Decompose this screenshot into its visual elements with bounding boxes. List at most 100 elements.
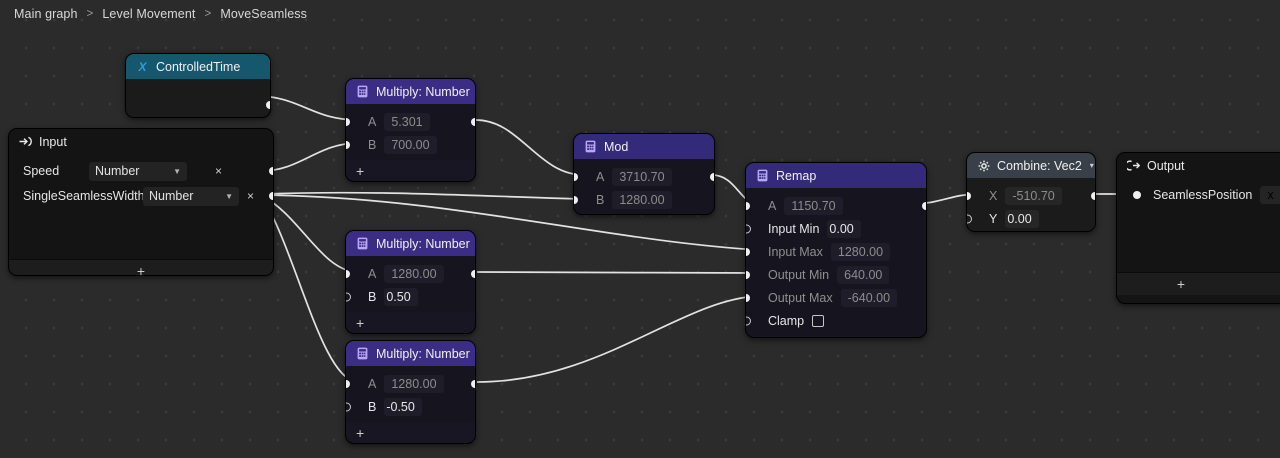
port-row-b[interactable]: B 700.00 [346, 133, 475, 156]
input-port-b[interactable] [346, 140, 350, 149]
output-port-value[interactable] [266, 101, 270, 109]
port-row-output-min[interactable]: Output Min 640.00 [746, 263, 926, 286]
port-row-a[interactable]: A 1280.00 [346, 372, 475, 395]
input-port-input-min[interactable] [746, 224, 751, 233]
node-input[interactable]: Input Speed Number ▼ × SingleSeamlessWid… [8, 128, 274, 276]
output-port-result[interactable] [471, 117, 475, 126]
port-row-x[interactable]: X -510.70 [967, 184, 1095, 207]
node-header[interactable]: Remap [746, 163, 926, 188]
port-row-b[interactable]: B 1280.00 [574, 188, 714, 211]
port-value-input-min[interactable]: 0.00 [827, 219, 861, 238]
input-port-b[interactable] [346, 402, 351, 411]
port-value-a[interactable]: 5.301 [384, 112, 430, 131]
port-value-b[interactable]: 0.50 [384, 287, 418, 306]
port-value-a[interactable]: 3710.70 [612, 167, 672, 186]
port-value-b[interactable]: 700.00 [384, 135, 437, 154]
port-value-output-max[interactable]: -640.00 [840, 288, 898, 307]
node-remap[interactable]: Remap A 1150.70 Input Min 0.00 Input Max… [745, 162, 927, 338]
port-row-clamp[interactable]: Clamp [746, 309, 926, 332]
node-multiply-bottom[interactable]: Multiply: Number ▾ A 1280.00 B -0.50 + [345, 340, 476, 444]
output-row-seamless-position[interactable]: SeamlessPosition x -51 [1117, 183, 1280, 207]
remove-input-speed-button[interactable]: × [215, 164, 223, 178]
port-row-output-max[interactable]: Output Max -640.00 [746, 286, 926, 309]
node-title: Multiply: Number [376, 84, 470, 99]
input-type-select-single-seamless-width[interactable]: Number ▼ [143, 186, 239, 206]
output-port-result[interactable] [471, 379, 475, 388]
input-port-a[interactable] [346, 117, 350, 126]
gear-icon [977, 159, 990, 172]
port-label-b: B [368, 399, 377, 414]
breadcrumb-item-main-graph[interactable]: Main graph [14, 7, 78, 21]
node-header[interactable]: Multiply: Number ▾ [346, 79, 475, 104]
input-port-clamp[interactable] [746, 316, 751, 325]
port-row-y[interactable]: Y 0.00 [967, 207, 1095, 230]
output-port-result[interactable] [471, 269, 475, 278]
input-port-x[interactable] [967, 191, 971, 200]
node-controlled-time[interactable]: X ControlledTime [125, 53, 271, 118]
input-port-a[interactable] [346, 269, 350, 278]
input-port-input-max[interactable] [746, 247, 750, 256]
input-port-a[interactable] [746, 201, 750, 210]
chevron-down-icon[interactable]: ▾ [1089, 161, 1094, 170]
node-combine-vec2[interactable]: Combine: Vec2 ▾ X -510.70 Y 0.00 [966, 152, 1096, 232]
output-port-result[interactable] [710, 172, 714, 181]
output-port-result[interactable] [922, 201, 926, 210]
input-port-y[interactable] [967, 214, 972, 223]
node-header[interactable]: Mod [574, 134, 714, 159]
port-value-a[interactable]: 1280.00 [384, 264, 444, 283]
port-row-a[interactable]: A 1150.70 [746, 194, 926, 217]
input-port-output-min[interactable] [746, 270, 750, 279]
add-input-button[interactable]: + [9, 259, 273, 275]
input-type-select-speed[interactable]: Number ▼ [89, 161, 187, 181]
node-multiply-mid[interactable]: Multiply: Number ▾ A 1280.00 B 0.50 + [345, 230, 476, 334]
input-port-output-max[interactable] [746, 293, 750, 302]
port-value-b[interactable]: 1280.00 [612, 190, 672, 209]
node-header[interactable]: Combine: Vec2 ▾ [967, 153, 1095, 178]
output-port-result[interactable] [1091, 191, 1095, 200]
add-port-button[interactable]: + [356, 163, 365, 179]
node-multiply-top[interactable]: Multiply: Number ▾ A 5.301 B 700.00 + [345, 78, 476, 182]
output-value-seamless-position[interactable]: x -51 [1260, 186, 1280, 204]
add-output-button[interactable]: + [1117, 272, 1280, 295]
input-port-a[interactable] [346, 379, 350, 388]
input-port-b[interactable] [574, 195, 578, 204]
input-row-single-seamless-width[interactable]: SingleSeamlessWidth Number ▼ × [9, 184, 273, 208]
port-value-x[interactable]: -510.70 [1005, 186, 1062, 205]
node-header[interactable]: Multiply: Number ▾ [346, 231, 475, 256]
port-value-a[interactable]: 1280.00 [384, 374, 444, 393]
port-value-b[interactable]: -0.50 [384, 397, 422, 416]
input-port-a[interactable] [574, 172, 578, 181]
port-value-y[interactable]: 0.00 [1005, 209, 1039, 228]
add-port-button[interactable]: + [356, 315, 365, 331]
port-row-b[interactable]: B 0.50 [346, 285, 475, 308]
node-header[interactable]: X ControlledTime [126, 54, 270, 79]
port-row-input-min[interactable]: Input Min 0.00 [746, 217, 926, 240]
input-port-seamless-position[interactable] [1133, 191, 1141, 199]
port-row-input-max[interactable]: Input Max 1280.00 [746, 240, 926, 263]
port-row-a[interactable]: A 1280.00 [346, 262, 475, 285]
port-value-a[interactable]: 1150.70 [784, 196, 843, 215]
output-port-speed[interactable] [269, 167, 273, 175]
breadcrumb-item-move-seamless[interactable]: MoveSeamless [220, 7, 307, 21]
breadcrumb-item-level-movement[interactable]: Level Movement [102, 7, 196, 21]
node-mod[interactable]: Mod A 3710.70 B 1280.00 [573, 133, 715, 215]
add-port-button[interactable]: + [356, 425, 365, 441]
node-header[interactable]: Multiply: Number ▾ [346, 341, 475, 366]
port-label-a: A [596, 169, 605, 184]
input-port-b[interactable] [346, 292, 351, 301]
input-row-speed[interactable]: Speed Number ▼ × [9, 159, 273, 183]
output-port-single-seamless-width[interactable] [269, 192, 273, 200]
node-header[interactable]: Input [9, 129, 273, 154]
port-row-b[interactable]: B -0.50 [346, 395, 475, 418]
clamp-checkbox[interactable] [812, 314, 825, 327]
port-row-a[interactable]: A 5.301 [346, 110, 475, 133]
port-value-output-min[interactable]: 640.00 [837, 265, 890, 284]
node-title: Output [1147, 158, 1185, 173]
wire-input-width-to-multiplymid-a [261, 195, 359, 273]
remove-input-single-seamless-width-button[interactable]: × [247, 189, 255, 203]
node-output[interactable]: Output SeamlessPosition x -51 + [1116, 152, 1280, 304]
node-header[interactable]: Output [1117, 153, 1280, 178]
port-row-a[interactable]: A 3710.70 [574, 165, 714, 188]
port-value-input-max[interactable]: 1280.00 [830, 242, 891, 261]
